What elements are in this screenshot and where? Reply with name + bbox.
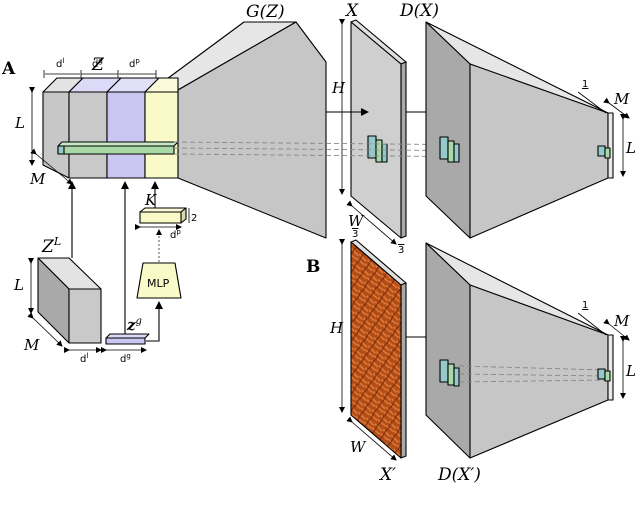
dim-dg-bottom: dg <box>120 352 131 365</box>
panel-label-b: B <box>306 257 320 277</box>
dim-3-x: 3 <box>398 245 404 256</box>
zl-label: ZL <box>41 235 61 257</box>
dim-dp-k: dp <box>170 228 181 241</box>
dim-1-dxp: 1 <box>582 300 588 311</box>
k-block <box>139 207 187 224</box>
z-top-dims <box>43 70 157 78</box>
dim-w-x: W <box>348 212 365 230</box>
z-tensor <box>42 77 179 179</box>
dim-m-z: M <box>29 170 46 188</box>
z-local-front <box>42 91 70 179</box>
x-patch <box>367 135 388 163</box>
dim-dp-top: dp <box>129 57 140 70</box>
dim-dl-bottom: dl <box>80 352 88 365</box>
dim-k-two: 2 <box>191 213 197 224</box>
z-global-block <box>106 91 146 179</box>
dim-h-xp: H <box>329 319 344 337</box>
z-slice-bar <box>57 145 175 155</box>
x-image <box>350 19 407 239</box>
x-prime-image <box>350 239 407 459</box>
dim-dl-top: dl <box>56 57 64 70</box>
discriminator-frustum-a <box>425 21 614 239</box>
dim-dg-top: dg <box>92 57 103 70</box>
dx-patch-in <box>439 136 460 163</box>
dim-w-xp: W <box>350 438 367 456</box>
dim-3-xp: 3 <box>352 229 358 240</box>
dim-l-zl: L <box>13 276 24 294</box>
dim-m-zl: M <box>23 336 40 354</box>
dxp-patch-in <box>439 359 460 387</box>
dim-l-z: L <box>14 114 25 132</box>
x-label: X <box>344 1 359 21</box>
z-label: Z <box>91 55 105 75</box>
panel-label-a: A <box>1 59 16 79</box>
dim-l-dx: L <box>625 139 636 157</box>
dim-m-dxp: M <box>613 312 630 330</box>
dim-h-x: H <box>331 79 346 97</box>
xp-label: X′ <box>378 465 396 485</box>
mlp-block <box>136 262 182 299</box>
dxp-rays <box>458 365 607 383</box>
dim-l-dxp: L <box>625 362 636 380</box>
dxp-output-cube <box>597 368 611 382</box>
dxp-label: D(X′) <box>437 465 481 485</box>
zg-vector <box>105 333 150 345</box>
mlp-label: MLP <box>147 277 170 290</box>
dim-m-dx: M <box>613 90 630 108</box>
discriminator-frustum-b <box>425 242 614 459</box>
gz-label: G(Z) <box>246 2 285 22</box>
dx-output-cube <box>597 145 611 159</box>
dim-1-dx: 1 <box>582 79 588 90</box>
z-periodic-block <box>144 91 179 179</box>
k-label: K <box>144 191 157 209</box>
zg-label: zg <box>126 316 142 334</box>
zl-block <box>37 257 102 344</box>
dx-label: D(X) <box>399 1 439 21</box>
